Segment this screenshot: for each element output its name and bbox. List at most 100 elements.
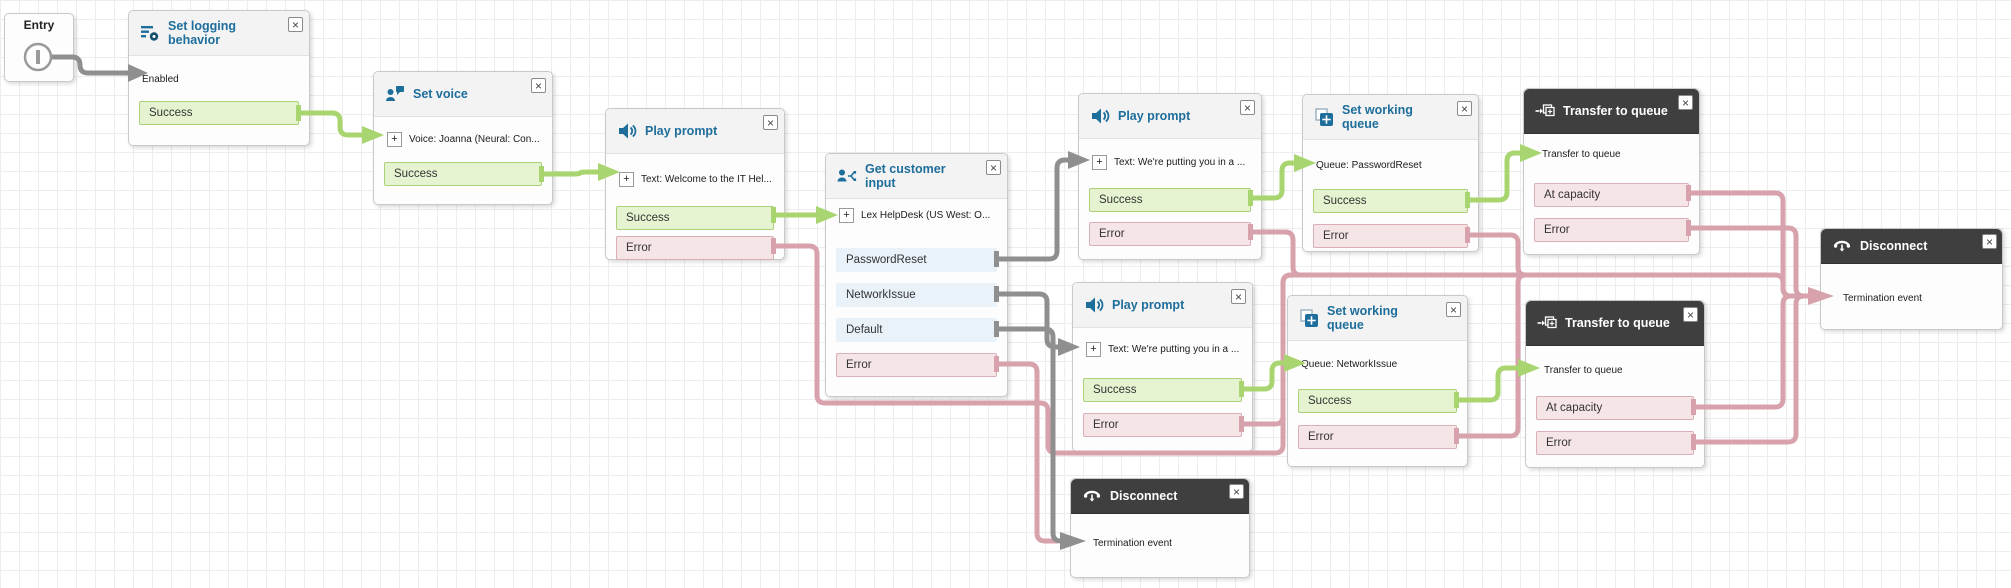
- block-header: Transfer to queue: [1526, 301, 1704, 346]
- disconnect-icon: [1081, 485, 1103, 507]
- output-row-success[interactable]: Success: [616, 206, 774, 230]
- output-row-success[interactable]: Success: [139, 101, 299, 125]
- output-row-success[interactable]: Success: [1298, 389, 1457, 413]
- config-text: Transfer to queue: [1542, 148, 1621, 160]
- config-row: + Voice: Joanna (Neural: Con...: [387, 130, 546, 148]
- block-play-prompt-networkissue[interactable]: Play prompt × + Text: We're putting you …: [1072, 282, 1253, 452]
- close-icon[interactable]: ×: [288, 17, 303, 32]
- close-icon[interactable]: ×: [1982, 234, 1997, 249]
- output-row-default[interactable]: Default: [836, 318, 997, 342]
- close-icon[interactable]: ×: [1240, 100, 1255, 115]
- block-get-customer-input[interactable]: Get customer input × + Lex HelpDesk (US …: [825, 153, 1008, 397]
- block-header: Disconnect: [1821, 229, 2002, 264]
- output-row-at-capacity[interactable]: At capacity: [1536, 396, 1694, 420]
- block-disconnect-right[interactable]: Disconnect × Termination event: [1820, 228, 2003, 330]
- output-label: Error: [846, 359, 872, 371]
- config-row: + Text: Welcome to the IT Hel...: [619, 170, 778, 188]
- connector-tq2-atcapacity-disconnect[interactable]: [1695, 293, 1808, 410]
- block-disconnect-bottom[interactable]: Disconnect × Termination event: [1070, 478, 1250, 578]
- expand-plus-icon[interactable]: +: [619, 171, 634, 187]
- block-transfer-to-queue-1[interactable]: Transfer to queue × Transfer to queue At…: [1523, 88, 1700, 255]
- output-label: Success: [626, 212, 670, 224]
- block-entry[interactable]: Entry: [4, 13, 74, 82]
- config-row: Queue: PasswordReset: [1316, 156, 1472, 174]
- speaker-icon: [1089, 105, 1111, 127]
- output-label: Error: [1099, 228, 1125, 240]
- output-row-networkissue[interactable]: NetworkIssue: [836, 283, 997, 307]
- block-header: Play prompt: [606, 109, 784, 154]
- connector-gci-passwordreset-playprompt2[interactable]: [998, 157, 1068, 262]
- config-row: Transfer to queue: [1542, 145, 1693, 163]
- close-icon[interactable]: ×: [531, 78, 546, 93]
- close-icon[interactable]: ×: [1229, 484, 1244, 499]
- output-row-error[interactable]: Error: [1083, 413, 1242, 437]
- block-play-prompt-passwordreset[interactable]: Play prompt × + Text: We're putting you …: [1078, 93, 1262, 260]
- output-row-error[interactable]: Error: [1534, 218, 1689, 242]
- expand-plus-icon[interactable]: +: [387, 131, 402, 147]
- connector-tq1-atcapacity-disconnect[interactable]: [1690, 190, 1808, 299]
- output-row-at-capacity[interactable]: At capacity: [1534, 183, 1689, 207]
- block-header: Set logging behavior: [129, 11, 309, 56]
- block-set-voice[interactable]: Set voice × + Voice: Joanna (Neural: Con…: [373, 71, 553, 205]
- output-label: PasswordReset: [846, 254, 927, 266]
- output-label: Error: [1308, 431, 1334, 443]
- expand-plus-icon[interactable]: +: [1092, 154, 1107, 170]
- close-glyph: ×: [1681, 95, 1689, 110]
- close-icon[interactable]: ×: [1446, 302, 1461, 317]
- config-text: Transfer to queue: [1544, 364, 1623, 376]
- config-row: + Text: We're putting you in a ...: [1092, 153, 1255, 171]
- config-text: Termination event: [1843, 292, 1922, 304]
- close-glyph: ×: [1449, 302, 1457, 317]
- output-row-error[interactable]: Error: [1298, 425, 1457, 449]
- close-glyph: ×: [1232, 484, 1240, 499]
- block-title: Set voice: [413, 86, 468, 101]
- close-icon[interactable]: ×: [1457, 101, 1472, 116]
- block-set-logging-behavior[interactable]: Set logging behavior × Enabled Success: [128, 10, 310, 146]
- speaker-icon: [1083, 294, 1105, 316]
- output-row-success[interactable]: Success: [384, 162, 542, 186]
- customer-input-icon: [836, 165, 858, 187]
- block-title: Set logging behavior: [168, 18, 237, 47]
- entry-label: Entry: [23, 18, 55, 32]
- output-row-error[interactable]: Error: [616, 236, 774, 260]
- expand-plus-icon[interactable]: +: [1086, 341, 1101, 357]
- close-glyph: ×: [1686, 307, 1694, 322]
- output-row-success[interactable]: Success: [1313, 189, 1468, 213]
- output-row-success[interactable]: Success: [1083, 378, 1242, 402]
- connector-tq2-error-disconnect[interactable]: [1695, 293, 1808, 445]
- output-label: Success: [1308, 395, 1352, 407]
- close-icon[interactable]: ×: [763, 115, 778, 130]
- block-title: Disconnect: [1110, 488, 1178, 503]
- output-label: Success: [149, 107, 193, 119]
- block-set-working-queue-networkissue[interactable]: Set working queue × Queue: NetworkIssue …: [1287, 295, 1468, 467]
- expand-plus-icon[interactable]: +: [839, 207, 854, 223]
- close-icon[interactable]: ×: [1683, 307, 1698, 322]
- output-label: At capacity: [1544, 189, 1601, 201]
- config-text: Termination event: [1093, 537, 1172, 549]
- block-play-prompt-welcome[interactable]: Play prompt × + Text: Welcome to the IT …: [605, 108, 785, 260]
- close-icon[interactable]: ×: [1678, 95, 1693, 110]
- block-transfer-to-queue-2[interactable]: Transfer to queue × Transfer to queue At…: [1525, 300, 1705, 468]
- output-row-passwordreset[interactable]: PasswordReset: [836, 248, 997, 272]
- block-title: Transfer to queue: [1565, 315, 1670, 330]
- output-row-error[interactable]: Error: [836, 353, 997, 377]
- config-text: Voice: Joanna (Neural: Con...: [409, 133, 540, 145]
- voice-icon: [384, 83, 406, 105]
- block-title: Disconnect: [1860, 238, 1928, 253]
- config-row: Transfer to queue: [1544, 361, 1698, 379]
- close-icon[interactable]: ×: [986, 160, 1001, 175]
- output-row-error[interactable]: Error: [1536, 431, 1694, 455]
- output-row-success[interactable]: Success: [1089, 188, 1251, 212]
- connector-tq1-error-disconnect[interactable]: [1690, 225, 1808, 299]
- close-icon[interactable]: ×: [1231, 289, 1246, 304]
- block-title: Transfer to queue: [1563, 103, 1668, 118]
- config-row: Termination event: [1843, 289, 1996, 307]
- block-title: Play prompt: [645, 123, 718, 138]
- block-header: Set working queue: [1303, 95, 1478, 140]
- logging-icon: [139, 22, 161, 44]
- block-set-working-queue-passwordreset[interactable]: Set working queue × Queue: PasswordReset…: [1302, 94, 1479, 252]
- config-text: Text: We're putting you in a ...: [1114, 156, 1246, 168]
- output-row-error[interactable]: Error: [1089, 222, 1251, 246]
- output-row-error[interactable]: Error: [1313, 224, 1468, 248]
